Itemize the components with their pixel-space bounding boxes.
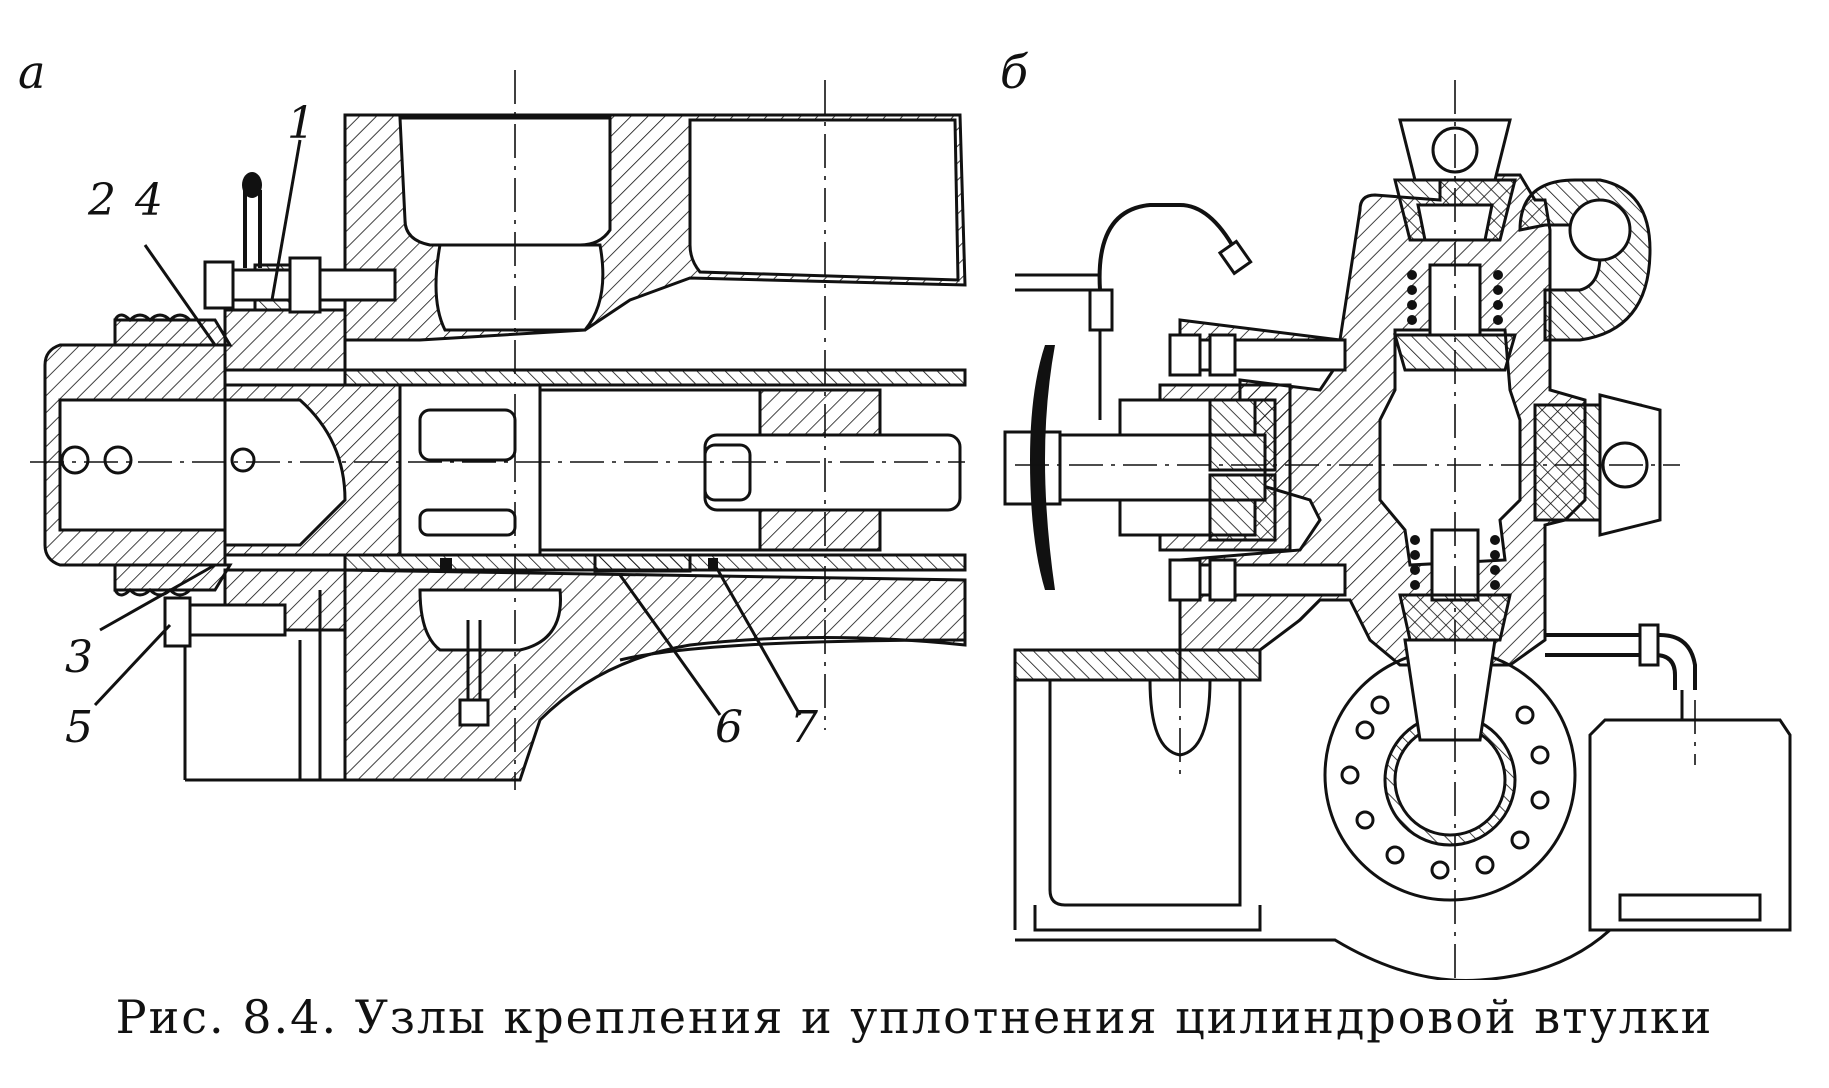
- callout-7: 7: [790, 702, 818, 753]
- view-b-valve-section: [1003, 80, 1792, 980]
- callout-5: 5: [65, 702, 93, 753]
- cylinder-liner-drawing: а б 1 2 4 3 5 6 7: [18, 45, 1792, 980]
- callout-1: 1: [287, 98, 315, 149]
- callout-3: 3: [65, 632, 93, 683]
- panel-label-a: а: [18, 45, 45, 99]
- callout-4: 4: [134, 175, 163, 226]
- figure-caption: Рис. 8.4. Узлы крепления и уплотнения ци…: [115, 990, 1714, 1044]
- callout-2: 2: [87, 175, 116, 226]
- view-a-cylinder-section: [30, 70, 967, 790]
- callout-leaders-a: [93, 139, 802, 716]
- panel-label-b: б: [1000, 45, 1029, 99]
- callout-6: 6: [715, 702, 743, 753]
